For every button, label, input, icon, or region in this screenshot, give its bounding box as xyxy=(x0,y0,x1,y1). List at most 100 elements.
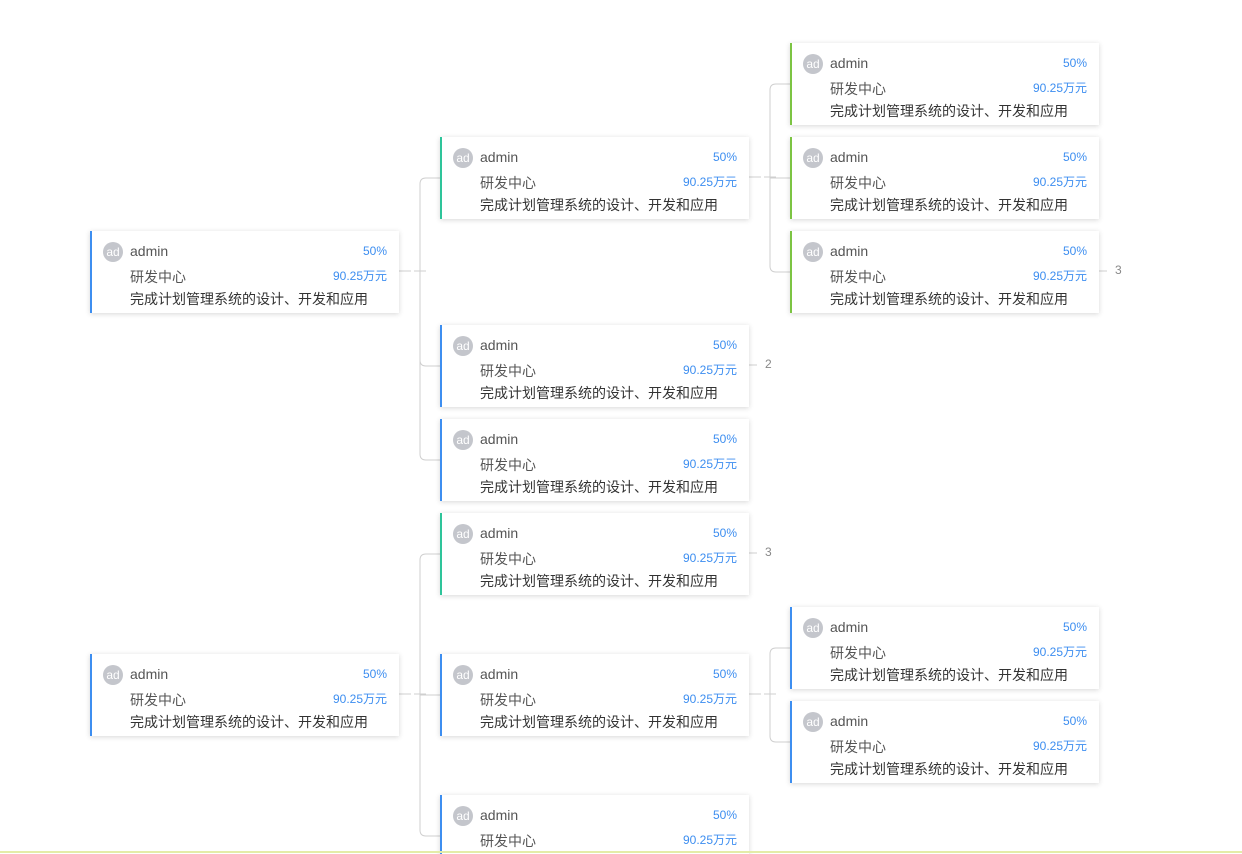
avatar: ad xyxy=(803,242,823,262)
avatar: ad xyxy=(453,430,473,450)
node-task: 完成计划管理系统的设计、开发和应用 xyxy=(130,291,368,307)
node-name: admin xyxy=(130,666,169,682)
node-percent: 50% xyxy=(1062,244,1087,258)
connector-line xyxy=(769,83,790,91)
node-department: 研发中心 xyxy=(480,175,536,191)
node-percent: 50% xyxy=(712,338,737,352)
node-task: 完成计划管理系统的设计、开发和应用 xyxy=(830,761,1068,777)
node-name: admin xyxy=(480,149,519,165)
node-amount: 90.25万元 xyxy=(1032,81,1087,95)
node-department: 研发中心 xyxy=(830,175,886,191)
node-amount: 90.25万元 xyxy=(1032,269,1087,283)
node-department: 研发中心 xyxy=(480,551,536,567)
node-percent: 50% xyxy=(1062,150,1087,164)
avatar: ad xyxy=(803,54,823,74)
connector-line xyxy=(769,647,790,655)
avatar: ad xyxy=(803,618,823,638)
avatar: ad xyxy=(453,806,473,826)
node-percent: 50% xyxy=(712,526,737,540)
collapsed-children-count[interactable]: 3 xyxy=(1115,263,1122,277)
avatar: ad xyxy=(453,336,473,356)
node-name: admin xyxy=(830,55,869,71)
node-name: admin xyxy=(480,666,519,682)
node-name: admin xyxy=(830,713,869,729)
node-task: 完成计划管理系统的设计、开发和应用 xyxy=(480,714,718,730)
node-percent: 50% xyxy=(1062,56,1087,70)
avatar: ad xyxy=(103,665,123,685)
node-amount: 90.25万元 xyxy=(1032,739,1087,753)
node-department: 研发中心 xyxy=(480,457,536,473)
collapsed-children-count[interactable]: 2 xyxy=(765,357,772,371)
bottom-border xyxy=(0,851,1242,853)
connector-line xyxy=(769,735,790,743)
node-amount: 90.25万元 xyxy=(1032,175,1087,189)
avatar: ad xyxy=(103,242,123,262)
node-percent: 50% xyxy=(712,432,737,446)
node-department: 研发中心 xyxy=(130,269,186,285)
collapsed-children-count[interactable]: 3 xyxy=(765,545,772,559)
node-percent: 50% xyxy=(712,808,737,822)
node-percent: 50% xyxy=(1062,714,1087,728)
node-task: 完成计划管理系统的设计、开发和应用 xyxy=(130,714,368,730)
connector-line xyxy=(419,359,440,367)
node-department: 研发中心 xyxy=(830,269,886,285)
avatar: ad xyxy=(803,148,823,168)
node-task: 完成计划管理系统的设计、开发和应用 xyxy=(830,197,1068,213)
node-percent: 50% xyxy=(712,667,737,681)
node-amount: 90.25万元 xyxy=(682,551,737,565)
connector-line xyxy=(419,829,440,837)
node-percent: 50% xyxy=(362,244,387,258)
node-task: 完成计划管理系统的设计、开发和应用 xyxy=(830,103,1068,119)
node-task: 完成计划管理系统的设计、开发和应用 xyxy=(480,197,718,213)
node-name: admin xyxy=(480,807,519,823)
node-percent: 50% xyxy=(712,150,737,164)
node-amount: 90.25万元 xyxy=(682,692,737,706)
node-department: 研发中心 xyxy=(480,692,536,708)
node-amount: 90.25万元 xyxy=(1032,645,1087,659)
node-amount: 90.25万元 xyxy=(682,833,737,847)
node-amount: 90.25万元 xyxy=(332,269,387,283)
node-name: admin xyxy=(480,525,519,541)
node-task: 完成计划管理系统的设计、开发和应用 xyxy=(830,291,1068,307)
connector-line xyxy=(419,553,440,561)
node-amount: 90.25万元 xyxy=(682,457,737,471)
node-task: 完成计划管理系统的设计、开发和应用 xyxy=(480,573,718,589)
node-department: 研发中心 xyxy=(830,81,886,97)
node-department: 研发中心 xyxy=(830,739,886,755)
avatar: ad xyxy=(453,524,473,544)
avatar: ad xyxy=(803,712,823,732)
node-name: admin xyxy=(830,619,869,635)
connector-line xyxy=(419,453,440,461)
node-department: 研发中心 xyxy=(830,645,886,661)
node-department: 研发中心 xyxy=(480,363,536,379)
node-name: admin xyxy=(480,431,519,447)
node-task: 完成计划管理系统的设计、开发和应用 xyxy=(480,479,718,495)
connector-line xyxy=(769,265,790,273)
node-name: admin xyxy=(480,337,519,353)
node-amount: 90.25万元 xyxy=(682,175,737,189)
node-percent: 50% xyxy=(1062,620,1087,634)
node-task: 完成计划管理系统的设计、开发和应用 xyxy=(830,667,1068,683)
node-task: 完成计划管理系统的设计、开发和应用 xyxy=(480,385,718,401)
node-name: admin xyxy=(130,243,169,259)
node-name: admin xyxy=(830,243,869,259)
node-department: 研发中心 xyxy=(480,833,536,849)
node-amount: 90.25万元 xyxy=(332,692,387,706)
node-percent: 50% xyxy=(362,667,387,681)
node-amount: 90.25万元 xyxy=(682,363,737,377)
